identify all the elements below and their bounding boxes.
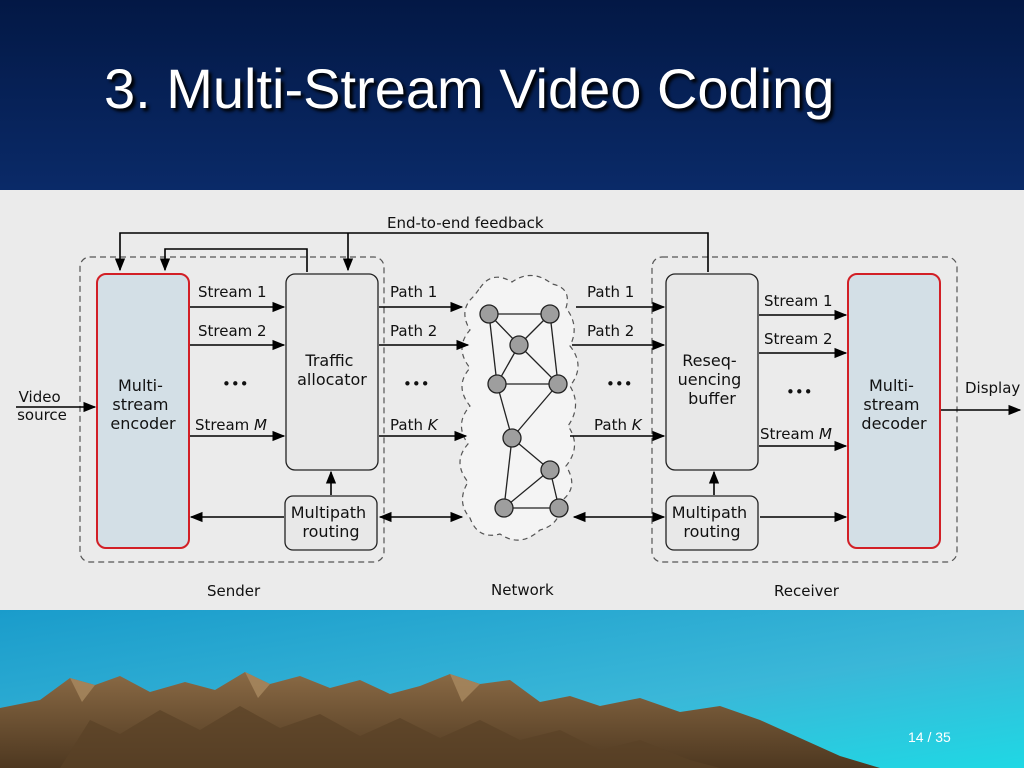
mountain-footer <box>0 610 1024 768</box>
buffer-label-line1: Reseq- <box>682 351 736 370</box>
video-source-label-line2: source <box>17 406 67 424</box>
receiver-path-1-label: Path 1 <box>587 283 634 301</box>
sender-path-k-label: Path K <box>390 416 439 434</box>
network-node <box>540 460 560 480</box>
receiver-stream-2-label: Stream 2 <box>764 330 833 348</box>
sender-path-2-label: Path 2 <box>390 322 437 340</box>
network-node <box>540 304 560 324</box>
decoder-label-line2: stream <box>863 395 919 414</box>
video-source-label-line1: Video <box>19 388 61 406</box>
routing-connections <box>189 470 848 523</box>
network-node <box>549 498 569 518</box>
receiver-stream-m-label: Stream M <box>760 425 832 443</box>
sender-group <box>79 256 385 563</box>
sender-routing-label-line2: routing <box>302 522 359 541</box>
traffic-allocator <box>285 273 379 471</box>
receiver-path-arrows <box>570 301 666 442</box>
network-node <box>487 374 507 394</box>
receiver-routing-label-line2: routing <box>683 522 740 541</box>
sender-path-1-label: Path 1 <box>390 283 437 301</box>
multi-stream-decoder <box>847 273 941 549</box>
receiver-path-k-label: Path K <box>594 416 643 434</box>
sender-stream-2-label: Stream 2 <box>198 322 267 340</box>
sender-stream-m-label: Stream M <box>195 416 267 434</box>
receiver-multipath-routing <box>665 495 759 551</box>
slide-header: 3. Multi-Stream Video Coding <box>0 0 1024 190</box>
network-node <box>502 428 522 448</box>
mountain-landscape <box>0 610 1024 768</box>
allocator-label-line1: Traffic <box>304 351 353 370</box>
sender-routing-label-line1: Multipath <box>291 503 366 522</box>
sender-path-ellipsis: ••• <box>403 375 430 393</box>
multi-stream-encoder <box>96 273 190 549</box>
network-nodes <box>479 304 569 518</box>
sender-stream-ellipsis: ••• <box>222 375 249 393</box>
sender-path-arrows <box>379 301 470 442</box>
network-node <box>509 335 529 355</box>
network-group-label: Network <box>491 581 554 599</box>
multistream-diagram: End-to-end feedback Multi- stream encode… <box>16 214 1022 600</box>
buffer-label-line2: uencing <box>678 370 742 389</box>
slide-title: 3. Multi-Stream Video Coding <box>104 57 835 120</box>
feedback-label: End-to-end feedback <box>387 214 544 232</box>
svg-text:Multipath routing: Multipath routing <box>672 503 753 541</box>
receiver-path-ellipsis: ••• <box>606 375 633 393</box>
network-node <box>548 374 568 394</box>
diagram-panel: End-to-end feedback Multi- stream encode… <box>0 190 1024 610</box>
allocator-label-line2: allocator <box>297 370 367 389</box>
display-label: Display <box>965 379 1020 397</box>
sender-stream-1-label: Stream 1 <box>198 283 267 301</box>
svg-text:Reseq- uencing buffer: Reseq- uencing buffer <box>678 351 747 408</box>
page-total: 35 <box>935 729 951 745</box>
receiver-group-label: Receiver <box>774 582 840 600</box>
receiver-routing-label-line1: Multipath <box>672 503 747 522</box>
page-number: 14 / 35 <box>908 729 951 745</box>
resequencing-buffer <box>665 273 759 471</box>
receiver-stream-arrows <box>759 309 848 452</box>
network-node <box>479 304 499 324</box>
sender-multipath-routing <box>284 495 378 551</box>
page-current: 14 <box>908 729 924 745</box>
svg-text:Multipath routing: Multipath routing <box>291 503 372 541</box>
receiver-path-2-label: Path 2 <box>587 322 634 340</box>
sender-group-label: Sender <box>207 582 261 600</box>
svg-text:Multi- stream encoder: Multi- stream encoder <box>110 376 176 433</box>
sender-stream-arrows <box>190 301 286 442</box>
decoder-label-line1: Multi- <box>869 376 914 395</box>
page-separator: / <box>927 729 932 745</box>
svg-text:Multi- stream decoder: Multi- stream decoder <box>861 376 927 433</box>
end-to-end-feedback-loop <box>114 232 709 272</box>
encoder-label-line1: Multi- <box>118 376 163 395</box>
mountain-ridge-shadow <box>60 706 720 768</box>
buffer-label-line3: buffer <box>688 389 736 408</box>
receiver-stream-ellipsis: ••• <box>786 383 813 401</box>
decoder-label-line3: decoder <box>861 414 927 433</box>
encoder-label-line2: stream <box>112 395 168 414</box>
encoder-label-line3: encoder <box>110 414 176 433</box>
svg-text:Traffic allocator: Traffic allocator <box>297 351 367 389</box>
svg-text:Video source: Video source <box>17 388 67 424</box>
receiver-stream-1-label: Stream 1 <box>764 292 833 310</box>
network-node <box>494 498 514 518</box>
